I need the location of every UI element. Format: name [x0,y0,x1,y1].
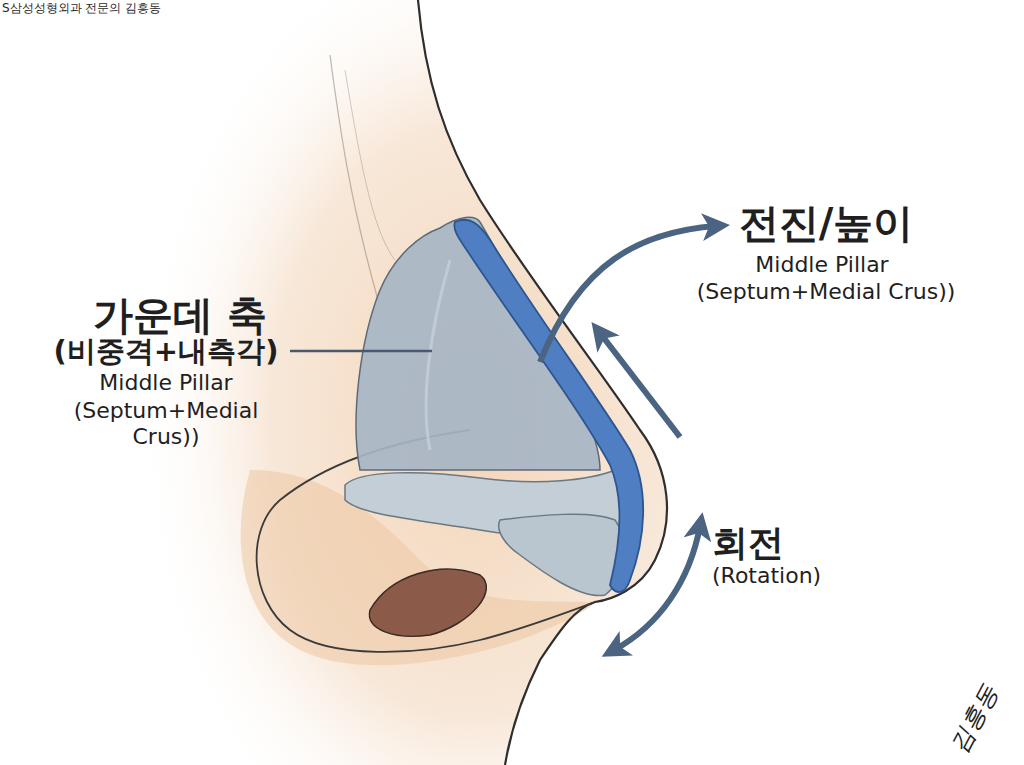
callout-text: Middle Pillar [702,252,942,278]
watermark: S삼성성형외과 전문의 김흥동 [2,1,161,15]
cartilage-highlight [426,260,450,450]
rotation-arrow [614,526,700,650]
sketch-line [330,55,378,300]
sketch-line [345,70,395,260]
septum-strip [454,220,643,592]
callout-text: (Rotation) [712,563,872,589]
callout-heading: 회전 [712,522,832,564]
advance-arrow [540,226,716,362]
callout-text: Middle Pillar [46,370,286,396]
callout-heading: 가운데 축 [60,292,300,339]
lower-cartilage [499,514,624,595]
callout-subheading: (비중격+내측각) [36,334,296,368]
callout-heading: 전진/높이 [706,200,946,247]
signature: 김흥동 [945,681,1004,758]
callout-text: (Septum+Medial Crus)) [676,279,976,305]
nostril [369,569,486,636]
height-arrow [600,333,680,437]
callout-text: (Septum+Medial Crus)) [66,398,266,450]
leader-line [290,350,432,353]
